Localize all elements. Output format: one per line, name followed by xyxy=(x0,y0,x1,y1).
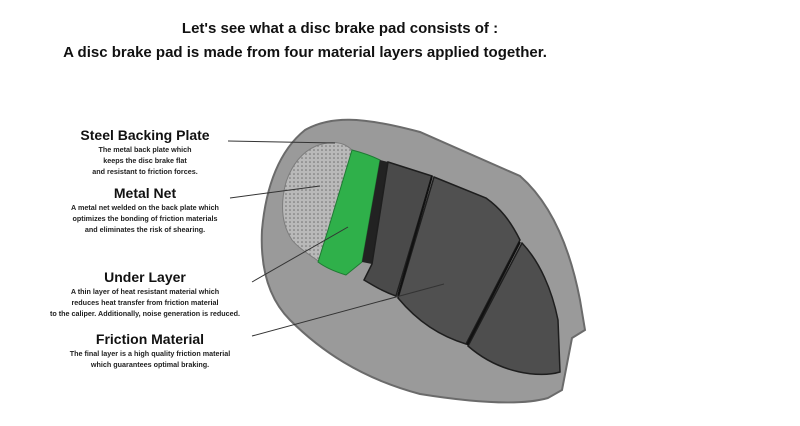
layer-desc-line: A metal net welded on the back plate whi… xyxy=(40,202,250,213)
layer-title: Steel Backing Plate xyxy=(40,127,250,144)
layer-desc-line: reduces heat transfer from friction mate… xyxy=(20,297,270,308)
label-under-layer: Under Layer A thin layer of heat resista… xyxy=(20,269,270,319)
layer-desc-line: to the caliper. Additionally, noise gene… xyxy=(20,308,270,319)
layer-desc-line: The metal back plate which xyxy=(40,144,250,155)
layer-desc-line: which guarantees optimal braking. xyxy=(30,359,270,370)
label-steel-backing-plate: Steel Backing Plate The metal back plate… xyxy=(40,127,250,177)
label-friction-material: Friction Material The final layer is a h… xyxy=(30,331,270,370)
layer-desc-line: A thin layer of heat resistant material … xyxy=(20,286,270,297)
layer-desc-line: The final layer is a high quality fricti… xyxy=(30,348,270,359)
layer-desc-line: optimizes the bonding of friction materi… xyxy=(40,213,250,224)
label-metal-net: Metal Net A metal net welded on the back… xyxy=(40,185,250,235)
layer-desc-line: keeps the disc brake flat xyxy=(40,155,250,166)
layer-title: Under Layer xyxy=(20,269,270,286)
layer-desc-line: and resistant to friction forces. xyxy=(40,166,250,177)
layer-desc-line: and eliminates the risk of shearing. xyxy=(40,224,250,235)
layer-title: Friction Material xyxy=(30,331,270,348)
layer-title: Metal Net xyxy=(40,185,250,202)
